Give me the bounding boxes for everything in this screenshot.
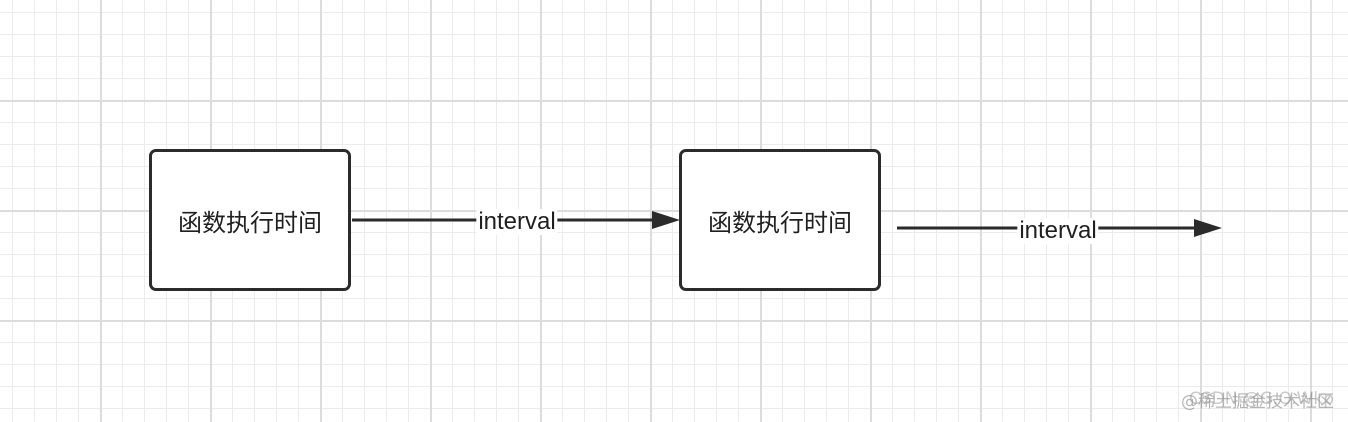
- watermark-line-1: @稀土掘金技术社区: [1181, 392, 1334, 412]
- watermark-line-2: CSDN @G.O.Wkp: [1189, 389, 1334, 409]
- edge-arrowhead-1: [652, 211, 680, 229]
- edge-arrowhead-2: [1194, 219, 1222, 237]
- process-box-2: 函数执行时间: [679, 149, 881, 291]
- watermark: @稀土掘金技术社区 CSDN @G.O.Wkp: [1181, 387, 1334, 412]
- edge-label-2: interval: [1017, 217, 1099, 244]
- edge-label-1: interval: [476, 208, 558, 235]
- process-box-2-label: 函数执行时间: [708, 208, 852, 237]
- process-box-1: 函数执行时间: [149, 149, 351, 291]
- process-box-1-label: 函数执行时间: [178, 208, 322, 237]
